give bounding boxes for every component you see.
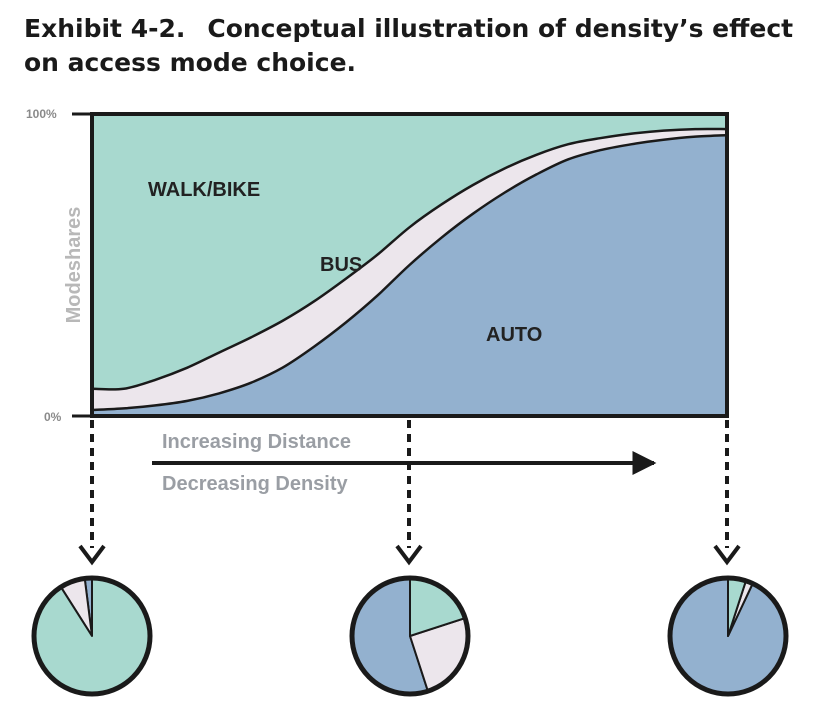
bus-label: BUS — [320, 254, 362, 276]
y-tick-label-100: 100% — [26, 107, 57, 121]
exhibit-title-text: Conceptual illustration of density’s eff… — [24, 14, 794, 77]
pie-2-outline — [349, 575, 471, 697]
auto-label: AUTO — [486, 324, 542, 346]
pie-3-outline — [667, 575, 789, 697]
pie-1-outline — [31, 575, 153, 697]
walk-bike-label: WALK/BIKE — [148, 179, 260, 201]
bus-auto-boundary-line — [91, 133, 728, 412]
y-axis-title: Modeshares — [63, 207, 85, 324]
y-tick-label-0: 0% — [44, 410, 62, 424]
plot-frame — [90, 112, 729, 418]
walk-bus-boundary-line — [91, 127, 728, 391]
increasing-distance-label: Increasing Distance — [162, 431, 351, 453]
decreasing-density-label: Decreasing Density — [162, 473, 349, 495]
exhibit-number: Exhibit 4-2. — [24, 14, 186, 43]
drop-arrowhead-right — [713, 544, 741, 566]
exhibit-title: Exhibit 4-2.Conceptual illustration of d… — [24, 12, 814, 80]
drop-arrowhead-left — [78, 544, 106, 566]
pie-charts — [31, 575, 789, 697]
auto-area — [92, 135, 727, 416]
drop-arrowhead-middle — [395, 544, 423, 566]
